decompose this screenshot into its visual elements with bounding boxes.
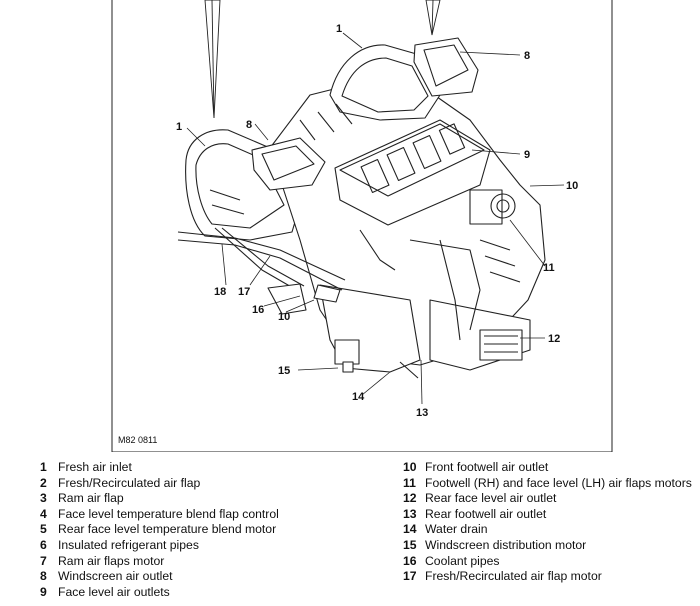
legend-number: 11 bbox=[403, 475, 416, 490]
callout-12: 12 bbox=[548, 333, 560, 345]
callout-15: 15 bbox=[278, 365, 290, 377]
legend-number: 15 bbox=[403, 537, 417, 552]
legend-text: Insulated refrigerant pipes bbox=[58, 537, 199, 552]
figure-code: M82 0811 bbox=[118, 435, 157, 445]
legend-number: 10 bbox=[403, 460, 417, 474]
callout-13: 13 bbox=[416, 407, 428, 419]
legend-number: 4 bbox=[40, 506, 47, 521]
callout-14: 14 bbox=[352, 391, 365, 403]
callout-10-right: 10 bbox=[566, 180, 578, 192]
legend-number: 12 bbox=[403, 491, 417, 506]
legend-item: 10 Front footwell air outlet bbox=[403, 460, 693, 476]
callout-labels: 1 1 8 8 9 10 11 12 13 14 15 10 16 17 18 bbox=[176, 23, 578, 419]
callout-9: 9 bbox=[524, 149, 530, 161]
legend-text: Rear footwell air outlet bbox=[425, 506, 547, 521]
legend-number: 6 bbox=[40, 537, 47, 552]
legend-item: 11 Footwell (RH) and face level (LH) air … bbox=[403, 476, 693, 492]
legend-item: 4 Face level temperature blend flap contr… bbox=[40, 507, 370, 523]
legend-text: Fresh/Recirculated air flap motor bbox=[425, 569, 602, 584]
callout-17: 17 bbox=[238, 286, 250, 298]
legend-number: 9 bbox=[40, 584, 47, 599]
legend-number: 17 bbox=[403, 569, 417, 584]
callout-8-right: 8 bbox=[524, 50, 530, 62]
legend-text: Front footwell air outlet bbox=[425, 460, 549, 474]
hvac-unit-diagram: 1 1 8 8 9 10 11 12 13 14 15 10 16 17 18 … bbox=[111, 0, 613, 452]
legend-item: 17 Fresh/Recirculated air flap motor bbox=[403, 569, 693, 585]
leader-lines bbox=[186, 32, 565, 405]
legend-number: 1 bbox=[40, 460, 47, 474]
callout-1-left: 1 bbox=[176, 121, 182, 133]
legend-number: 13 bbox=[403, 506, 417, 521]
legend-item: 16 Coolant pipes bbox=[403, 554, 693, 570]
legend-text: Footwell (RH) and face level (LH) air fl… bbox=[425, 475, 692, 490]
legend-text: Windscreen distribution motor bbox=[425, 537, 587, 552]
figure-frame bbox=[111, 0, 613, 452]
legend-text: Fresh air inlet bbox=[58, 460, 132, 474]
legend-column-left: 1 Fresh air inlet 2 Fresh/Recirculated air… bbox=[40, 460, 370, 600]
legend-text: Face level temperature blend flap contro… bbox=[58, 506, 279, 521]
legend-column-right: 10 Front footwell air outlet 11 Footwell (… bbox=[403, 460, 693, 585]
legend-item: 1 Fresh air inlet bbox=[40, 460, 370, 476]
legend-item: 7 Ram air flaps motor bbox=[40, 554, 370, 570]
callout-8-left: 8 bbox=[246, 119, 252, 131]
legend-text: Rear face level air outlet bbox=[425, 491, 557, 506]
legend-text: Water drain bbox=[425, 522, 488, 537]
legend-item: 8 Windscreen air outlet bbox=[40, 569, 370, 585]
legend-number: 3 bbox=[40, 491, 47, 506]
legend-text: Rear face level temperature blend motor bbox=[58, 522, 277, 537]
legend-item: 6 Insulated refrigerant pipes bbox=[40, 538, 370, 554]
legend-item: 5 Rear face level temperature blend motor bbox=[40, 522, 370, 538]
legend-number: 5 bbox=[40, 522, 47, 537]
legend-text: Fresh/Recirculated air flap bbox=[58, 475, 201, 490]
legend-text: Windscreen air outlet bbox=[58, 569, 173, 584]
callout-11: 11 bbox=[543, 262, 555, 274]
airflow-arrow-right bbox=[425, 0, 441, 36]
legend-item: 15 Windscreen distribution motor bbox=[403, 538, 693, 554]
legend-number: 7 bbox=[40, 553, 47, 568]
callout-10-left: 10 bbox=[278, 311, 290, 323]
legend-text: Coolant pipes bbox=[425, 553, 500, 568]
legend-text: Face level air outlets bbox=[58, 584, 170, 599]
legend-number: 2 bbox=[40, 475, 47, 490]
callout-16: 16 bbox=[252, 304, 264, 316]
legend-item: 14 Water drain bbox=[403, 522, 693, 538]
legend-number: 8 bbox=[40, 569, 47, 584]
legend-item: 2 Fresh/Recirculated air flap bbox=[40, 476, 370, 492]
airflow-arrow-left bbox=[204, 0, 221, 119]
legend-item: 13 Rear footwell air outlet bbox=[403, 507, 693, 523]
legend-number: 14 bbox=[403, 522, 417, 537]
legend-item: 12 Rear face level air outlet bbox=[403, 491, 693, 507]
legend-item: 9 Face level air outlets bbox=[40, 585, 370, 601]
legend-text: Ram air flap bbox=[58, 491, 124, 506]
legend-number: 16 bbox=[403, 553, 417, 568]
legend-text: Ram air flaps motor bbox=[58, 553, 165, 568]
hvac-unit-body bbox=[177, 37, 546, 379]
callout-18: 18 bbox=[214, 286, 226, 298]
legend-item: 3 Ram air flap bbox=[40, 491, 370, 507]
callout-1-top: 1 bbox=[336, 23, 342, 35]
